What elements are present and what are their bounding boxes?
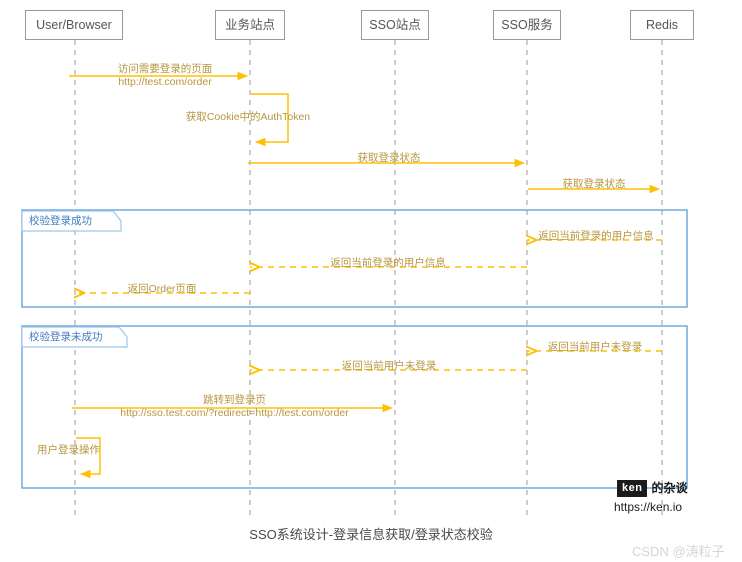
message-label-line1: 获取Cookie中的AuthToken bbox=[185, 111, 311, 123]
message-arrows bbox=[69, 71, 662, 479]
message-arrow-m2 bbox=[251, 93, 289, 147]
message-label-m5: 返回当前登录的用户信息 bbox=[531, 230, 661, 243]
diagram-caption: SSO系统设计-登录信息获取/登录状态校验 bbox=[0, 524, 742, 543]
message-label-m1: 访问需要登录的页面 http://test.com/order bbox=[100, 63, 230, 89]
fragment-label-text: 校验登录未成功 bbox=[29, 331, 103, 343]
message-label-m10: 跳转到登录页 http://sso.test.com/?redirect=htt… bbox=[92, 394, 377, 420]
fragment-boxes bbox=[21, 209, 688, 489]
message-label-m8: 返回当前用户未登录 bbox=[535, 341, 655, 354]
fragment-label-tabs bbox=[21, 210, 128, 348]
participant-label: SSO服务 bbox=[501, 18, 553, 32]
fragment-tab-login-failure bbox=[21, 326, 128, 348]
participant-label: User/Browser bbox=[36, 18, 112, 32]
message-label-line1: 返回当前登录的用户信息 bbox=[330, 257, 446, 269]
message-label-line2: http://sso.test.com/?redirect=http://tes… bbox=[120, 407, 349, 419]
watermark-url-text: https://ken.io bbox=[614, 500, 683, 514]
participant-label: Redis bbox=[646, 18, 678, 32]
watermark-csdn: CSDN @涛粒子 bbox=[632, 541, 725, 560]
participant-sso-service[interactable]: SSO服务 bbox=[493, 10, 561, 40]
message-label-m2: 获取Cookie中的AuthToken bbox=[178, 111, 318, 124]
message-label-line1: 用户登录操作 bbox=[37, 444, 100, 456]
participant-user-browser[interactable]: User/Browser bbox=[25, 10, 123, 40]
watermark-ken-badge: ken 的杂谈 bbox=[617, 480, 687, 497]
participant-redis[interactable]: Redis bbox=[630, 10, 694, 40]
watermark-csdn-text: CSDN @涛粒子 bbox=[632, 544, 725, 559]
message-label-m3: 获取登录状态 bbox=[324, 152, 454, 165]
lifelines bbox=[74, 40, 663, 516]
fragment-label-text: 校验登录成功 bbox=[29, 215, 92, 227]
message-label-line1: 返回当前用户未登录 bbox=[547, 341, 643, 353]
message-label-line1: 返回当前用户未登录 bbox=[341, 360, 437, 372]
message-label-m9: 返回当前用户未登录 bbox=[329, 360, 449, 373]
participant-label: 业务站点 bbox=[224, 18, 275, 32]
message-label-line1: 访问需要登录的页面 bbox=[117, 63, 213, 75]
watermark-badge-suffix: 的杂谈 bbox=[651, 481, 688, 495]
message-label-line1: 返回Order页面 bbox=[127, 283, 197, 295]
message-label-line1: 返回当前登录的用户信息 bbox=[538, 230, 654, 242]
message-label-line1: 跳转到登录页 bbox=[203, 394, 266, 406]
message-arrow-m11 bbox=[76, 437, 101, 479]
fragment-box-login-success bbox=[21, 209, 688, 308]
message-label-line1: 获取登录状态 bbox=[357, 152, 421, 164]
watermark-badge-text: ken bbox=[617, 480, 648, 497]
participant-business-site[interactable]: 业务站点 bbox=[215, 10, 285, 40]
fragment-box-login-failure bbox=[21, 325, 688, 489]
message-label-m7: 返回Order页面 bbox=[97, 283, 227, 296]
message-label-line2: http://test.com/order bbox=[118, 76, 212, 88]
diagram-caption-text: SSO系统设计-登录信息获取/登录状态校验 bbox=[249, 527, 493, 542]
fragment-label-login-failure: 校验登录未成功 bbox=[23, 328, 110, 346]
watermark-url: https://ken.io bbox=[614, 500, 682, 514]
fragment-label-login-success: 校验登录成功 bbox=[23, 212, 99, 230]
fragment-tab-login-success bbox=[21, 210, 122, 232]
message-label-line1: 获取登录状态 bbox=[562, 178, 626, 190]
message-label-m6: 返回当前登录的用户信息 bbox=[323, 257, 453, 270]
message-label-m4: 获取登录状态 bbox=[529, 178, 659, 191]
message-label-m11: 用户登录操作 bbox=[30, 444, 100, 457]
participant-sso-site[interactable]: SSO站点 bbox=[361, 10, 429, 40]
participant-label: SSO站点 bbox=[369, 18, 421, 32]
